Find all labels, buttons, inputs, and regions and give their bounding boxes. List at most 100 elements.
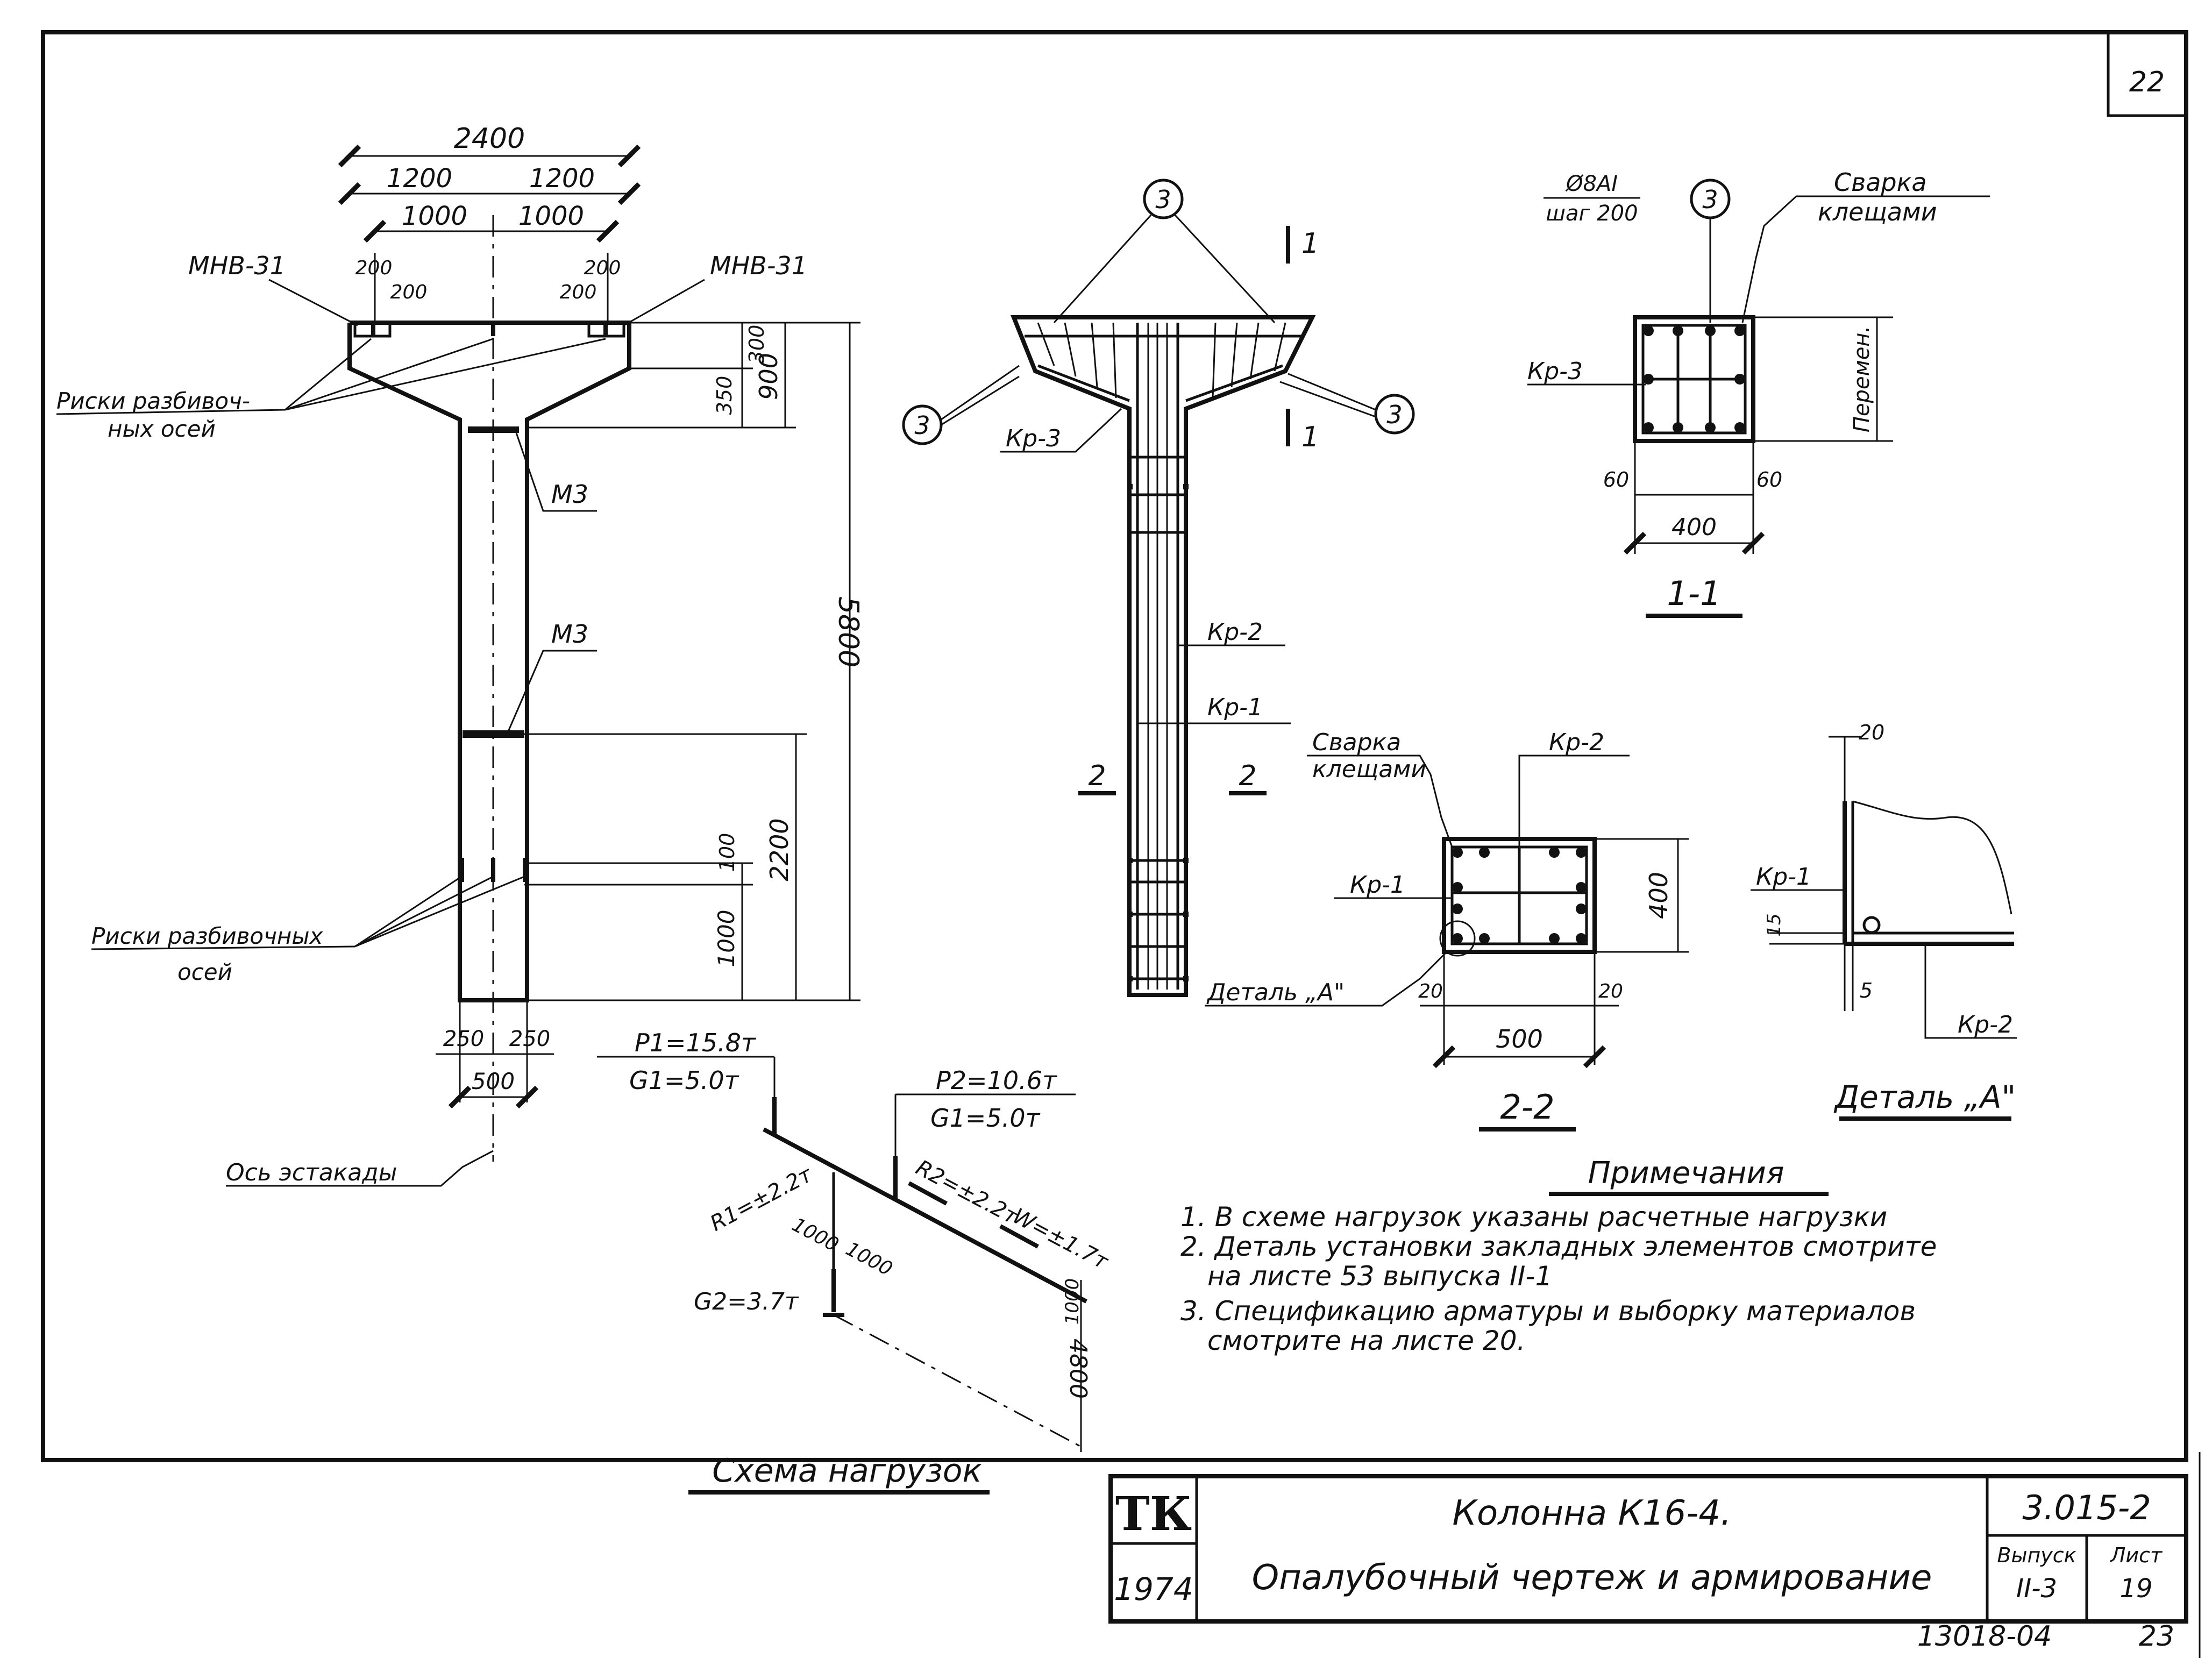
detail-a-title: Деталь „А" [1833, 1079, 2016, 1115]
section-1-1-outline [1633, 315, 1755, 443]
load-beam [763, 1127, 1087, 1304]
load-scheme-title: Схема нагрузок [712, 1452, 981, 1490]
dim-20-right-s2: 20 [1598, 980, 1623, 1002]
leader-mnv-right [623, 279, 705, 326]
org-mark: ТК [1115, 1487, 1192, 1541]
dim-1000-c-load: 1000 [1062, 1278, 1083, 1325]
dim-60-left: 60 [1603, 468, 1629, 492]
drawing-name-line2: Опалубочный чертеж и армирование [1252, 1558, 1932, 1598]
mark-left-lower [460, 858, 464, 882]
leader-marks-top-b [284, 338, 494, 411]
dim-500: 500 [472, 1068, 515, 1094]
leader-marks-bottom-underline [91, 945, 355, 950]
load-g1-right: G1=5.0т [930, 1104, 1041, 1133]
dim-1000-left: 1000 [402, 201, 467, 231]
mark-top-right [603, 324, 608, 336]
bar-spec-line1: Ø8AI [1565, 172, 1618, 196]
dim-250-left: 250 [443, 1027, 484, 1051]
label-kr3: Кр-3 [1006, 425, 1061, 452]
detail-rebar [1862, 916, 1881, 934]
callout-3-left-text: 3 [914, 411, 930, 440]
callout-3-top [1143, 179, 1184, 219]
callout-3-section-text: 3 [1702, 185, 1718, 214]
section-2-2: Сварка клещами Кр-2 Кр-1 400 Деталь „А" … [1205, 729, 1689, 1132]
label-trestle-axis: Ось эстакады [226, 1159, 397, 1186]
sheet-number: 22 [2129, 66, 2165, 98]
label-mnv-right: МНВ-31 [710, 251, 807, 280]
load-p2: P2=10.6т [936, 1066, 1057, 1095]
label-kr1: Кр-1 [1207, 694, 1263, 721]
leader-marks-top-underline [56, 409, 286, 415]
load-g1-left: G1=5.0т [629, 1066, 739, 1095]
title-block: ТК 1974 Колонна К16-4. Опалубочный черте… [1108, 1474, 2188, 1624]
dim-200-b: 200 [390, 281, 428, 303]
label-welding-2: клещами [1818, 197, 1937, 226]
drawing-name-line1: Колонна К16-4. [1453, 1493, 1732, 1533]
dim-200-a: 200 [355, 257, 393, 279]
archive-number: 13018-04 [1917, 1620, 2052, 1653]
note-line-2: 2. Деталь установки закладных элементов … [1180, 1231, 1937, 1262]
callout-3-right-text: 3 [1386, 400, 1402, 429]
section-1-1-title: 1-1 [1667, 574, 1721, 613]
dim-20-detail: 20 [1859, 721, 1884, 744]
dim-900: 900 [754, 353, 783, 400]
dim-2400: 2400 [454, 123, 525, 155]
note-line-5: смотрите на листе 20. [1207, 1325, 1525, 1356]
leader-mnv-left [268, 279, 358, 326]
column-formwork-view: 2400 1200 1200 1000 1000 200 200 200 200… [56, 123, 864, 1187]
break-line [1852, 800, 2012, 915]
notes: Примечания 1. В схеме нагрузок указаны р… [1180, 1156, 1937, 1356]
label-kr2-detail: Кр-2 [1958, 1011, 2013, 1038]
label-kr1-s2: Кр-1 [1350, 871, 1405, 899]
plate-m3-upper [468, 426, 519, 433]
note-line-3: на листе 53 выпуска II-1 [1207, 1261, 1552, 1292]
dim-400-s2: 400 [1644, 872, 1673, 919]
plate-m3-lower [463, 730, 524, 738]
dim-500-s2: 500 [1496, 1024, 1543, 1054]
label-detail-a-s2: Деталь „А" [1206, 979, 1345, 1006]
dim-400-section1: 400 [1672, 514, 1717, 541]
leader-marks-bottom-c [354, 876, 525, 948]
issue-value: II-3 [2016, 1574, 2057, 1604]
section-1-1: Ø8AI шаг 200 3 Сварка клещами Кр-3 Перем… [1527, 168, 1990, 618]
mark-right-lower [523, 858, 527, 882]
year: 1974 [1114, 1571, 1193, 1607]
label-marks-top-1: Риски разбивоч- [56, 388, 250, 414]
leader-marks-top-a [284, 338, 372, 411]
dim-4800: 4800 [1064, 1339, 1092, 1399]
page-number: 23 [2139, 1620, 2174, 1653]
column-outline [347, 321, 631, 1002]
label-marks-top-2: ных осей [108, 416, 216, 442]
dim-20-left-s2: 20 [1418, 980, 1443, 1002]
mark-top-mid [491, 324, 495, 336]
dim-15-detail: 15 [1763, 913, 1785, 936]
sheet-label: Лист [2109, 1543, 2163, 1567]
leader-marks-bottom-a [354, 876, 462, 948]
reinforcement-outline [1011, 315, 1316, 997]
label-marks-bottom-1: Риски разбивочных [91, 923, 324, 949]
label-variable: Перемен. [1850, 326, 1874, 432]
label-m3-lower: М3 [551, 620, 588, 649]
issue-label: Выпуск [1997, 1543, 2076, 1567]
dim-1000-right: 1000 [518, 201, 584, 231]
label-welding-1: Сварка [1834, 168, 1927, 197]
label-kr2-s2: Кр-2 [1549, 729, 1604, 756]
load-p1: P1=15.8т [635, 1028, 756, 1057]
dim-5800: 5800 [832, 596, 864, 667]
stirrups [1127, 456, 1189, 981]
label-marks-bottom-2: осей [177, 959, 232, 985]
mark-top-left [371, 324, 375, 336]
load-scheme: P1=15.8т G1=5.0т P2=10.6т G1=5.0т R1=±2.… [597, 1028, 1113, 1495]
leader-m3-upper [515, 432, 597, 512]
load-g2: G2=3.7т [694, 1288, 799, 1315]
bar-spec-line2: шаг 200 [1546, 201, 1638, 226]
dim-1200-right: 1200 [529, 163, 595, 194]
label-m3-upper: М3 [551, 480, 588, 509]
leader-m3-lower [507, 650, 597, 732]
leader-marks-top-c [284, 338, 606, 411]
label-kr3-section: Кр-3 [1527, 358, 1583, 385]
dim-200-c: 200 [584, 257, 621, 279]
notes-heading: Примечания [1588, 1156, 1784, 1191]
callout-3-right [1374, 394, 1415, 435]
